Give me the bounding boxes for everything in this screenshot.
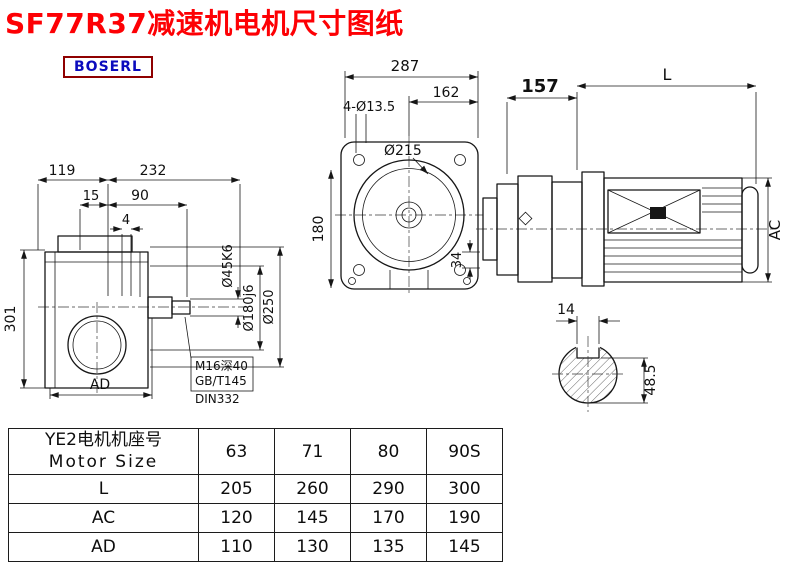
thread-note: M16深40 GB/T145 DIN332 xyxy=(184,316,254,406)
boserl-logo: BOSERL xyxy=(63,56,153,78)
row-label-AD: AD xyxy=(8,532,199,562)
dim-162-label: 162 xyxy=(433,85,460,101)
table-cell: 205 xyxy=(198,474,275,504)
shaft-section-view: 14 48.5 xyxy=(552,302,659,412)
dim-90-label: 90 xyxy=(131,188,149,204)
header-frame-63: 63 xyxy=(198,428,275,475)
dim-287-label: 287 xyxy=(391,57,420,75)
header-frame-90S: 90S xyxy=(426,428,503,475)
header-frame-71: 71 xyxy=(274,428,351,475)
thread-note-line1: M16深40 xyxy=(195,359,248,373)
table-cell: 260 xyxy=(274,474,351,504)
dia-180j6-label: Ø180j6 xyxy=(242,285,257,332)
table-cell: 170 xyxy=(350,503,427,533)
dim-180-label: 180 xyxy=(311,216,327,243)
table-header-row: YE2电机机座号 Motor Size 63 71 80 90S xyxy=(8,428,503,475)
bolt-hole xyxy=(454,264,466,276)
bolt-hole xyxy=(353,154,365,166)
table-cell: 120 xyxy=(198,503,275,533)
table-cell: 110 xyxy=(198,532,275,562)
holes-label: 4-Ø13.5 xyxy=(343,100,395,115)
table-row-AC: AC 120 145 170 190 xyxy=(8,503,503,533)
table-cell: 145 xyxy=(426,532,503,562)
thread-note-line2: GB/T145 xyxy=(195,374,247,388)
dim-34-label: 34 xyxy=(450,252,465,269)
left-side-view: 119 232 15 90 4 Ø45K6 Ø180j6 Ø250 301 AD xyxy=(3,163,284,406)
table-cell: 290 xyxy=(350,474,427,504)
output-shaft xyxy=(147,296,173,319)
dim-119-label: 119 xyxy=(49,163,76,179)
motor-body xyxy=(603,177,743,283)
table-cell: 300 xyxy=(426,474,503,504)
output-bore xyxy=(67,315,127,375)
motor-fins xyxy=(604,187,742,273)
bolt-hole xyxy=(454,154,466,166)
dim-301-label: 301 xyxy=(3,306,19,333)
header-motor-size: YE2电机机座号 Motor Size xyxy=(8,428,199,475)
row-label-L: L xyxy=(8,474,199,504)
table-row-L: L 205 260 290 300 xyxy=(8,474,503,504)
dim-48-5-label: 48.5 xyxy=(643,364,659,395)
thread-note-line3: DIN332 xyxy=(195,392,240,406)
terminal-box xyxy=(607,189,701,234)
header-motor-size-en: Motor Size xyxy=(48,451,159,472)
motor-size-table: YE2电机机座号 Motor Size 63 71 80 90S L 205 2… xyxy=(8,428,503,562)
bolt-hole xyxy=(353,264,365,276)
dim-15-label: 15 xyxy=(83,189,100,204)
dim-L-label: L xyxy=(663,65,672,84)
dim-AC-label: AC xyxy=(766,220,784,240)
header-motor-size-cn: YE2电机机座号 xyxy=(45,430,162,451)
dim-157-label: 157 xyxy=(521,76,559,97)
dim-14-label: 14 xyxy=(557,302,575,318)
dim-232-label: 232 xyxy=(140,163,167,179)
side-view-gearmotor: 157 L AC xyxy=(476,65,784,287)
dia-215-label: Ø215 xyxy=(384,143,422,159)
dia-250-label: Ø250 xyxy=(262,289,277,324)
table-row-AD: AD 110 130 135 145 xyxy=(8,532,503,562)
table-cell: 145 xyxy=(274,503,351,533)
front-flange-view: 287 162 4-Ø13.5 Ø215 180 34 xyxy=(311,57,483,295)
dim-4-label: 4 xyxy=(122,213,130,228)
motor-end-cap xyxy=(741,186,759,274)
row-label-AC: AC xyxy=(8,503,199,533)
table-cell: 190 xyxy=(426,503,503,533)
page-title: SF77R37减速机电机尺寸图纸 xyxy=(5,7,404,40)
table-cell: 135 xyxy=(350,532,427,562)
table-cell: 130 xyxy=(274,532,351,562)
dim-AD-label: AD xyxy=(90,377,110,393)
header-frame-80: 80 xyxy=(350,428,427,475)
